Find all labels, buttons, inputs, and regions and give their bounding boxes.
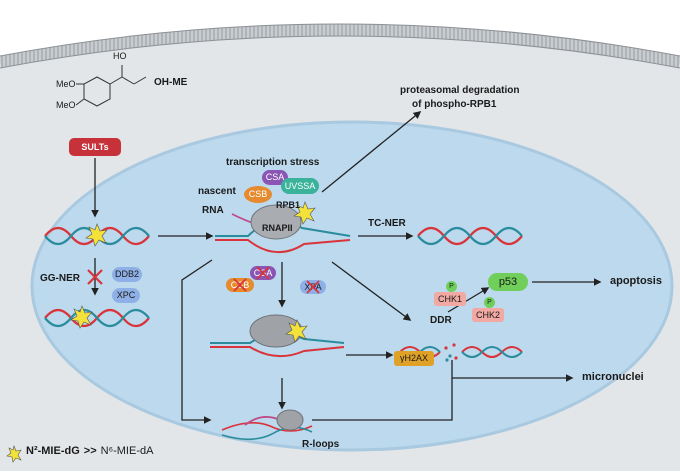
micronuclei-label: micronuclei xyxy=(582,371,644,383)
chk1-protein: CHK1 xyxy=(434,292,466,306)
sults-enzyme: SULTs xyxy=(69,138,121,156)
nascent-label: nascent xyxy=(198,186,236,197)
gamma-h2ax: γH2AX xyxy=(394,351,434,366)
legend-adduct-da: N⁶-MIE-dA xyxy=(100,445,154,457)
nucleus xyxy=(30,120,674,452)
oh-me-label: OH-ME xyxy=(154,77,188,88)
phospho-badge-1: P xyxy=(446,281,457,292)
gg-ner-blocked-x xyxy=(87,269,103,285)
proteasomal-label-line1: proteasomal degradation xyxy=(400,85,520,96)
hydroxyl-label: HO xyxy=(113,51,127,61)
cell-membrane xyxy=(0,24,680,68)
arrow-proteasomal xyxy=(321,111,422,193)
r-loop-to-micronuclei xyxy=(312,360,453,421)
transcription-stress-label: transcription stress xyxy=(226,157,320,168)
ddb2-protein: DDB2 xyxy=(112,267,142,282)
ddr-label: DDR xyxy=(430,315,452,326)
chk2-protein: CHK2 xyxy=(472,308,504,322)
legend-adduct-dg: N²-MIE-dG xyxy=(26,445,80,457)
oh-me-structure xyxy=(75,65,147,107)
adduct-star xyxy=(6,201,316,463)
legend-compare: >> xyxy=(83,445,97,457)
arrow-ddr-p53 xyxy=(447,287,490,313)
rnapii-complex xyxy=(250,204,302,240)
p53-protein: p53 xyxy=(488,273,528,291)
methoxy-label-2: MeO xyxy=(56,100,76,110)
rna-label: RNA xyxy=(202,205,224,216)
phospho-badge-2: P xyxy=(484,297,495,308)
dna-helix-2 xyxy=(44,308,150,328)
rnapii-label: RNAPII xyxy=(262,223,293,233)
arrow-to-ddr xyxy=(331,261,412,321)
apoptosis-label: apoptosis xyxy=(610,275,662,287)
proteasomal-label-line2: of phospho-RPB1 xyxy=(412,99,497,110)
dna-helix-tc-ner xyxy=(417,226,523,246)
csb-protein: CSB xyxy=(244,186,272,203)
r-loop-rnapii xyxy=(276,409,304,431)
uvssa-protein: UVSSA xyxy=(281,178,319,194)
rpb1-label: RPB1 xyxy=(276,200,301,210)
methoxy-label-1: MeO xyxy=(56,79,76,89)
legend: N²-MIE-dG >> N⁶-MIE-dA xyxy=(10,445,153,457)
r-loops-label: R-loops xyxy=(302,439,340,450)
arrow-left-branch xyxy=(181,259,213,424)
gg-ner-label: GG-NER xyxy=(40,273,80,284)
break-fragments xyxy=(444,343,458,362)
xpc-protein: XPC xyxy=(112,288,140,303)
tc-ner-label: TC-NER xyxy=(368,218,406,229)
